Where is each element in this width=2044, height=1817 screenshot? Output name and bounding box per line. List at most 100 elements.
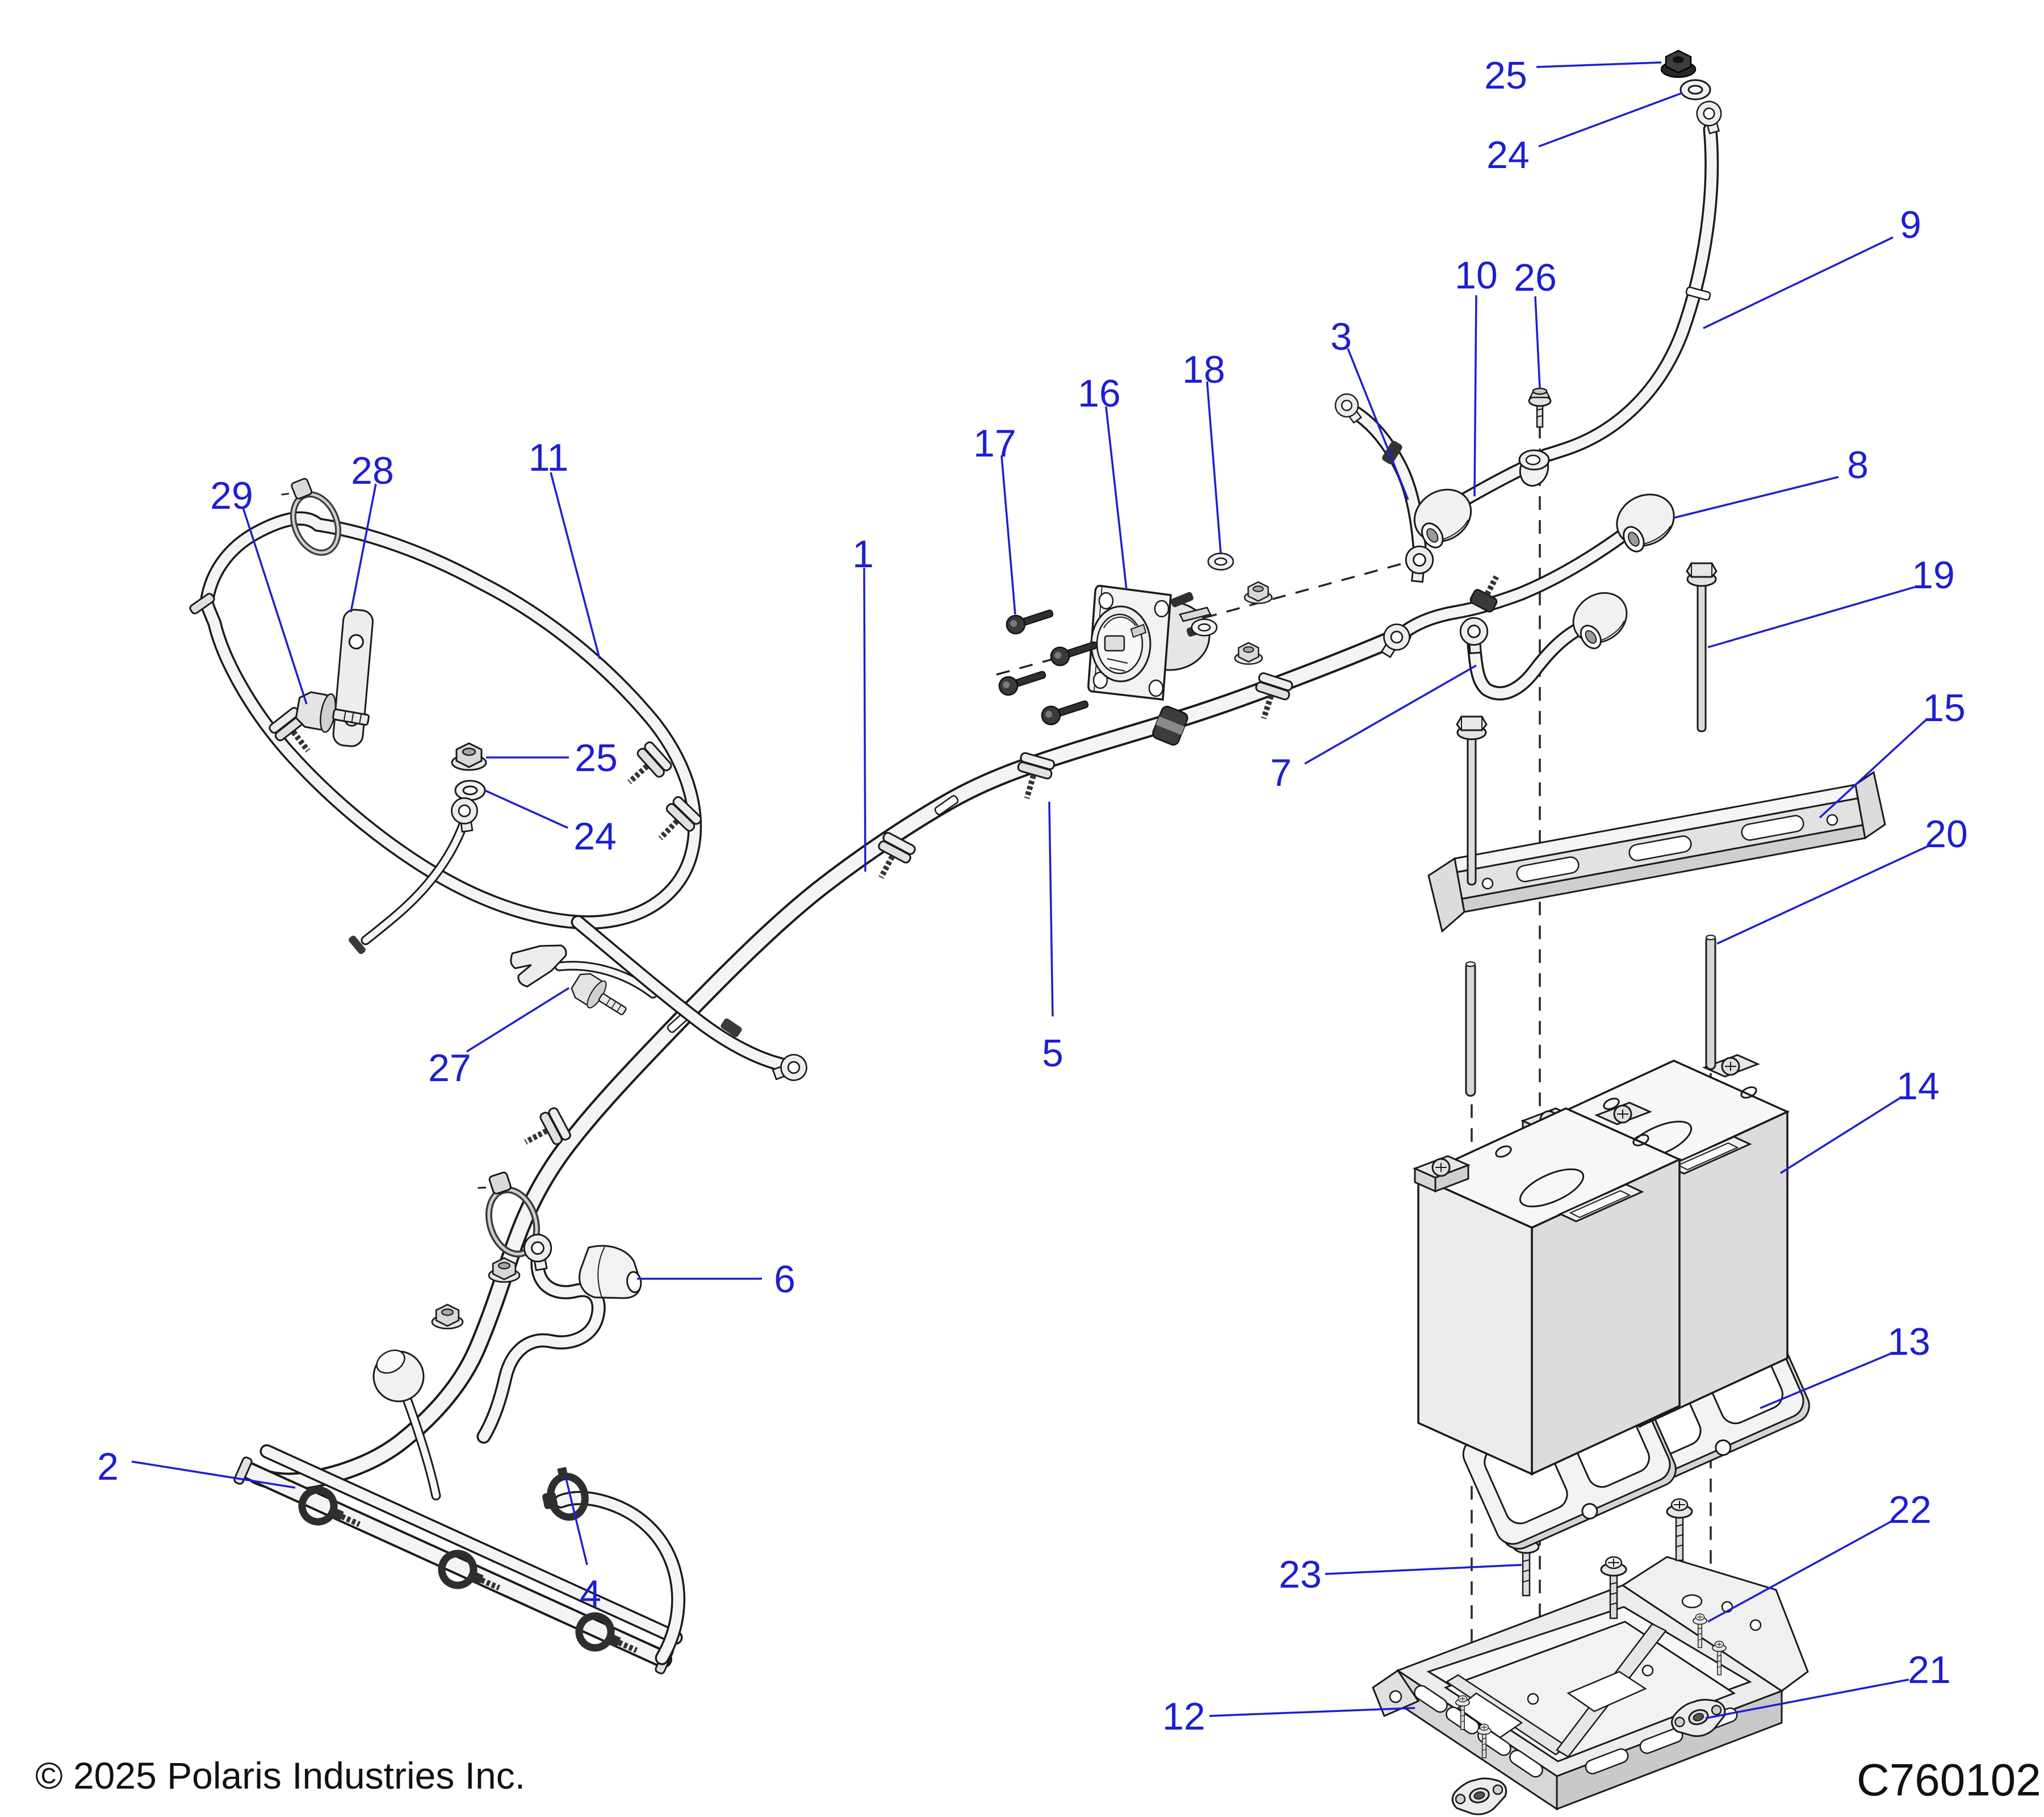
- holddown-bolt-19-right: [1686, 562, 1718, 732]
- callout-label-28: 28: [351, 449, 394, 492]
- spacer-rod-left: [1465, 961, 1476, 1097]
- callout-label-9: 9: [1900, 203, 1921, 246]
- callout-labels: 1 2 3 4 5 6 7 8 9 10 11 12 13 14 15 16 1…: [97, 54, 1968, 1738]
- flange-nut-25-top: [1660, 49, 1697, 78]
- callout-label-23: 23: [1279, 1553, 1322, 1596]
- leader-1: [863, 567, 866, 872]
- rubber-clamp-4: [542, 1467, 589, 1521]
- leader-10: [1473, 295, 1477, 497]
- callout-label-13: 13: [1887, 1320, 1930, 1363]
- leader-22: [1707, 1521, 1891, 1623]
- harness-wrap-clamp: [1152, 705, 1188, 746]
- leader-19: [1707, 586, 1915, 648]
- callout-label-2: 2: [97, 1445, 119, 1488]
- screw-26: [1528, 387, 1552, 428]
- callout-label-19: 19: [1912, 554, 1955, 597]
- copyright-text: © 2025 Polaris Industries Inc.: [35, 1755, 525, 1797]
- callout-label-4: 4: [580, 1572, 601, 1615]
- leader-5: [1048, 801, 1054, 1017]
- callout-label-17: 17: [973, 422, 1016, 465]
- callout-label-24-left: 24: [573, 815, 617, 858]
- callout-label-15: 15: [1922, 686, 1966, 730]
- callout-label-3: 3: [1330, 315, 1352, 358]
- callout-label-12: 12: [1162, 1695, 1205, 1738]
- washer-18-b: [1191, 618, 1218, 637]
- leader-23: [1325, 1564, 1522, 1575]
- mount-bracket-28: [332, 609, 374, 747]
- callout-label-11: 11: [529, 436, 569, 479]
- battery-front: [1414, 1102, 1681, 1475]
- leader-13: [1760, 1353, 1891, 1409]
- callout-label-14: 14: [1896, 1065, 1940, 1108]
- leader-2: [131, 1460, 296, 1489]
- battery-tray: [1372, 1556, 1809, 1811]
- clip-nut-21-b: [1448, 1772, 1511, 1817]
- jumper-cable-8: [1374, 484, 1684, 662]
- leader-4: [564, 1476, 588, 1565]
- washer-18-a: [1207, 552, 1234, 571]
- callout-label-21: 21: [1908, 1648, 1951, 1692]
- callout-label-6: 6: [774, 1258, 795, 1301]
- leader-16: [1105, 406, 1128, 590]
- solenoid-cable-3: [1330, 388, 1435, 584]
- callout-label-25-left: 25: [575, 736, 618, 780]
- leader-9: [1703, 236, 1894, 329]
- callout-label-5: 5: [1042, 1032, 1063, 1075]
- jumper-cable-7: [1459, 582, 1637, 701]
- washer-24-left: [454, 780, 486, 801]
- leader-29: [242, 507, 308, 705]
- solenoid-screw-17-a: [1003, 603, 1056, 637]
- callout-label-10: 10: [1455, 254, 1498, 297]
- spacer-rod-20: [1705, 934, 1716, 1070]
- solenoid: [1087, 584, 1212, 701]
- callout-label-25-top: 25: [1484, 54, 1527, 97]
- ground-fork-branch: [510, 944, 658, 999]
- callout-label-29: 29: [210, 474, 253, 517]
- leader-15: [1819, 719, 1927, 819]
- diagram-code: C760102: [1857, 1755, 2041, 1805]
- callout-label-24-top: 24: [1486, 133, 1530, 177]
- cone-boot-6: [579, 1245, 642, 1299]
- leader-21: [1705, 1678, 1909, 1719]
- leader-24-left: [484, 789, 568, 829]
- fork-terminal: [510, 944, 567, 988]
- front-harness-loop: [189, 511, 788, 1071]
- leader-8: [1673, 476, 1839, 519]
- leader-26: [1534, 296, 1541, 389]
- leader-24-top: [1538, 92, 1682, 148]
- callout-label-18: 18: [1182, 348, 1225, 391]
- leader-12: [1209, 1707, 1415, 1717]
- leader-17: [1000, 455, 1016, 615]
- tray-screw-23-c: [1666, 1498, 1693, 1561]
- nut-18-a: [1243, 581, 1273, 604]
- nut-18-b: [1234, 642, 1263, 665]
- callout-label-1: 1: [852, 533, 874, 576]
- callout-label-26: 26: [1514, 256, 1557, 299]
- callout-label-7: 7: [1270, 751, 1292, 794]
- leader-11: [550, 472, 601, 659]
- solenoid-screw-17-d: [1038, 694, 1091, 728]
- holddown-bracket: [1427, 771, 1886, 933]
- callout-label-20: 20: [1925, 813, 1968, 856]
- callout-label-16: 16: [1078, 372, 1121, 415]
- positive-cable-9: [1518, 98, 1727, 471]
- callout-label-8: 8: [1847, 443, 1869, 487]
- main-battery-harness: [233, 626, 1411, 1674]
- leader-25-top: [1536, 61, 1662, 68]
- leader-3: [1347, 348, 1409, 500]
- leader-7: [1304, 664, 1477, 765]
- callout-label-22: 22: [1888, 1488, 1932, 1531]
- loop-ring-cable: [349, 796, 481, 954]
- washer-24-top: [1679, 79, 1711, 101]
- solenoid-screw-17-c: [996, 664, 1049, 698]
- leader-lines: [131, 61, 1929, 1719]
- leader-18: [1206, 381, 1222, 554]
- flange-nut-25-left: [451, 742, 487, 771]
- leader-14: [1780, 1097, 1900, 1174]
- negative-cable-cluster: [372, 1232, 686, 1665]
- leader-20: [1716, 845, 1929, 945]
- leader-27: [466, 987, 569, 1053]
- leader-28: [350, 483, 377, 613]
